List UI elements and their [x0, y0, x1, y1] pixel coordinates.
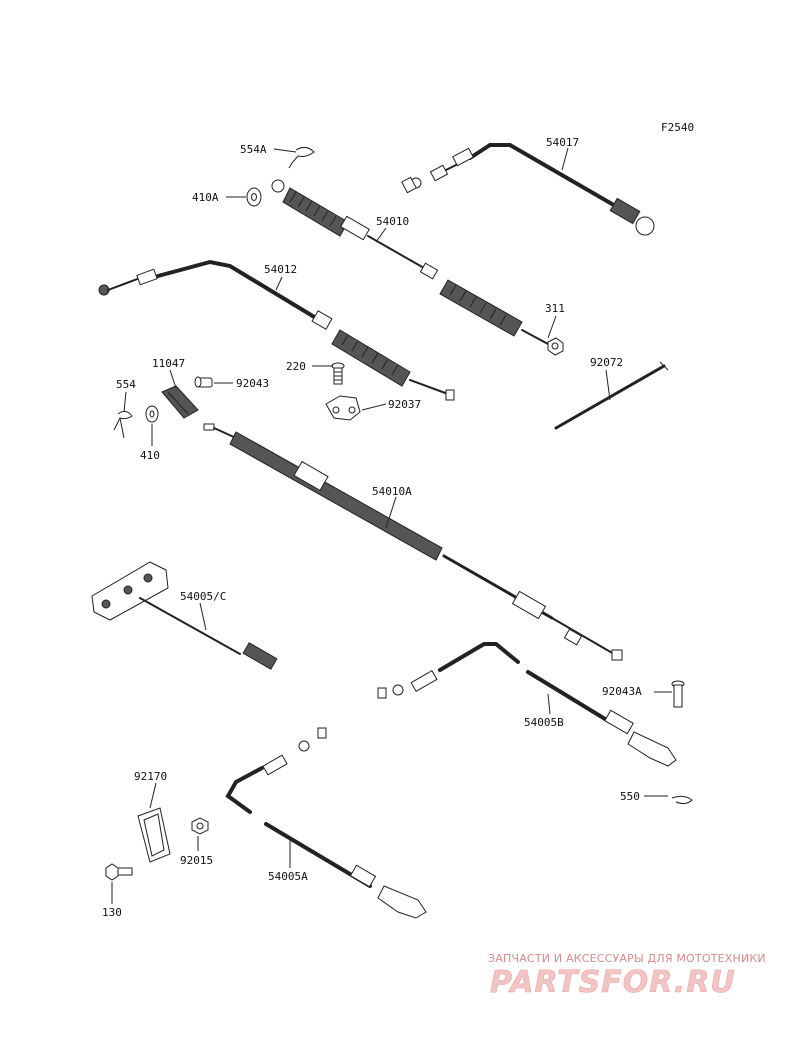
callout-54005A: 54005A	[268, 870, 308, 883]
part-11047-bracket	[161, 385, 199, 419]
part-92072-rod	[554, 361, 669, 430]
callout-410A: 410A	[192, 191, 219, 204]
callout-92043: 92043	[236, 377, 269, 390]
part-92043A-pin	[671, 680, 685, 708]
part-92170-bracket	[137, 807, 171, 863]
callout-54010: 54010	[376, 215, 409, 228]
part-130-bolt	[105, 863, 133, 881]
callout-54017: 54017	[546, 136, 579, 149]
callout-130: 130	[102, 906, 122, 919]
part-550-clip	[671, 795, 693, 805]
part-54005A-cable	[225, 727, 427, 919]
watermark: ЗАПЧАСТИ И АКСЕССУАРЫ ДЛЯ МОТОТЕХНИКИ PA…	[488, 952, 766, 1000]
part-410A-washer	[246, 187, 262, 207]
part-92043-pin	[194, 376, 213, 388]
part-92037-clamp	[325, 395, 361, 421]
part-54005C-cable	[91, 561, 278, 670]
figure-code: F2540	[661, 121, 694, 134]
callout-220: 220	[286, 360, 306, 373]
callout-92170: 92170	[134, 770, 167, 783]
callout-550: 550	[620, 790, 640, 803]
callout-54010A: 54010A	[372, 485, 412, 498]
part-54005B-cable	[377, 642, 677, 767]
callout-54005C: 54005/C	[180, 590, 226, 603]
part-311-nut	[547, 337, 564, 356]
callout-labels: 554A 410A 54017 54010 54012 311 92072 11…	[102, 136, 642, 919]
callout-410: 410	[140, 449, 160, 462]
part-220-bolt	[331, 362, 345, 385]
watermark-logo: PARTSFOR.RU	[490, 965, 736, 1000]
callout-554A: 554A	[240, 143, 267, 156]
callout-554: 554	[116, 378, 136, 391]
watermark-tagline: ЗАПЧАСТИ И АКСЕССУАРЫ ДЛЯ МОТОТЕХНИКИ	[488, 952, 766, 965]
callout-92043A: 92043A	[602, 685, 642, 698]
part-92015-nut	[191, 817, 209, 835]
part-54017-cable	[401, 143, 655, 236]
callout-92072: 92072	[590, 356, 623, 369]
callout-92015: 92015	[180, 854, 213, 867]
part-410-washer	[145, 405, 159, 423]
part-554-clip	[113, 410, 133, 439]
part-54012-cable	[98, 259, 455, 401]
leader-lines	[111, 147, 672, 904]
part-54010-cable	[271, 179, 549, 345]
callout-54012: 54012	[264, 263, 297, 276]
callout-92037: 92037	[388, 398, 421, 411]
callout-11047: 11047	[152, 357, 185, 370]
callout-54005B: 54005B	[524, 716, 564, 729]
part-554A-clip	[288, 146, 315, 169]
callout-311: 311	[545, 302, 565, 315]
part-54010A-cable	[203, 423, 623, 661]
